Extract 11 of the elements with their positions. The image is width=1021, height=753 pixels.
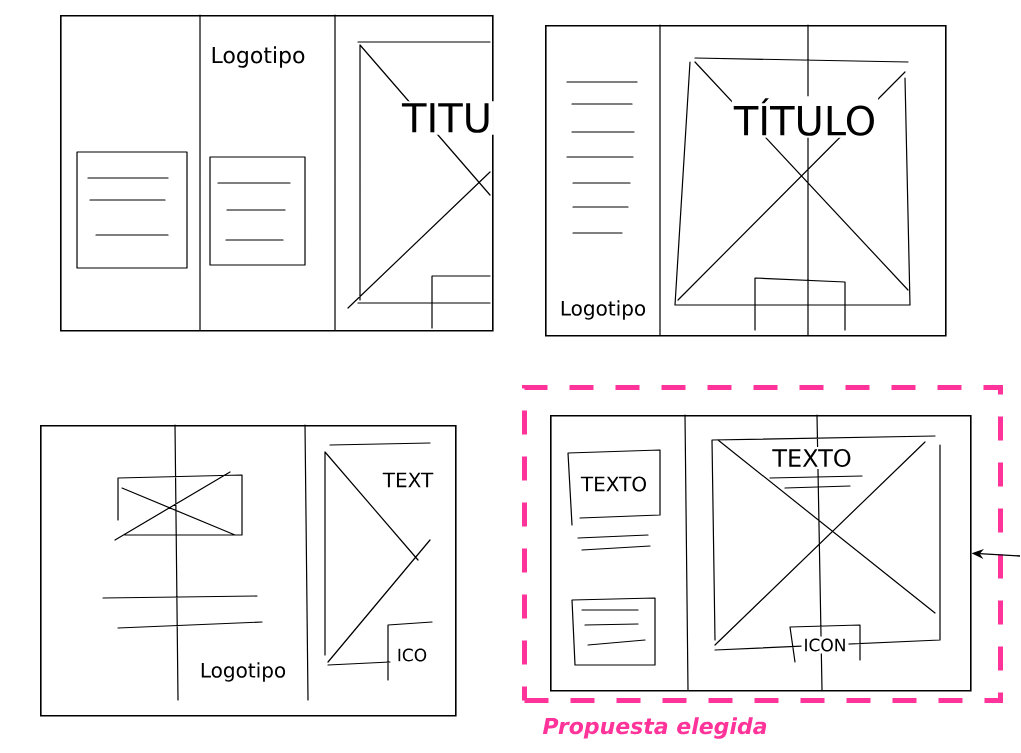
handwritten-label: TEXTO [770, 446, 854, 470]
handwritten-label: Logotipo [557, 298, 649, 322]
handwritten-label: TITU [400, 101, 494, 135]
handwritten-label: Logotipo [197, 660, 289, 684]
handwritten-label: ICO [394, 646, 430, 664]
handwritten-label: TEXTO [578, 474, 650, 494]
node-label: Propuesta elegida [542, 717, 767, 739]
handwritten-label: Logotipo [208, 44, 308, 70]
handwritten-label: ICON [801, 636, 849, 654]
handwritten-label: TÍTULO [731, 96, 879, 138]
handwritten-label: TEXT [380, 470, 436, 490]
